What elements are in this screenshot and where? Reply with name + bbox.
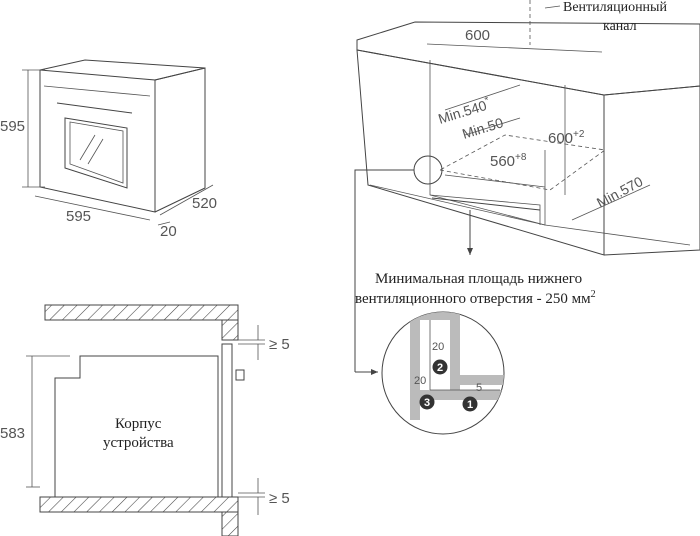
vent-channel-label-line2: канал (603, 19, 637, 34)
height-600-label: 600+2 (548, 129, 585, 147)
min-570-label: Min.570 (594, 173, 646, 211)
marker-2: 2 (432, 359, 448, 375)
oven-depth-label: 520 (192, 195, 217, 212)
oven-height-label: 595 (0, 118, 25, 135)
device-body-label-line1: Корпус (115, 416, 162, 432)
vent-area-note-line2: вентиляционного отверстия - 250 мм2 (355, 289, 596, 307)
svg-text:2: 2 (437, 362, 443, 374)
oven-drawing (22, 59, 214, 226)
device-body-label-line2: устройства (103, 435, 174, 451)
detail-dim-20-left: 20 (414, 375, 426, 387)
section-height-label: 583 (0, 425, 25, 442)
cabinet-drawing (354, 0, 700, 375)
marker-3: 3 (419, 394, 435, 410)
marker-1: 1 (462, 396, 478, 412)
cabinet-width-600-label: 600 (465, 27, 490, 44)
oven-door-label: 20 (160, 223, 177, 240)
gap-top-label: ≥ 5 (269, 336, 290, 353)
oven-width-label: 595 (66, 208, 91, 225)
width-560-label: 560+8 (490, 152, 527, 170)
gap-bottom-label: ≥ 5 (269, 490, 290, 507)
detail-view (381, 311, 505, 435)
section-view (26, 304, 265, 536)
vent-area-note-line1: Минимальная площадь нижнего (375, 271, 582, 287)
detail-dim-20-top: 20 (432, 341, 444, 353)
svg-text:3: 3 (424, 397, 430, 409)
svg-text:1: 1 (467, 399, 473, 411)
detail-dim-5: 5 (476, 382, 482, 394)
vent-channel-label-line1: Вентиляционный (563, 0, 667, 15)
